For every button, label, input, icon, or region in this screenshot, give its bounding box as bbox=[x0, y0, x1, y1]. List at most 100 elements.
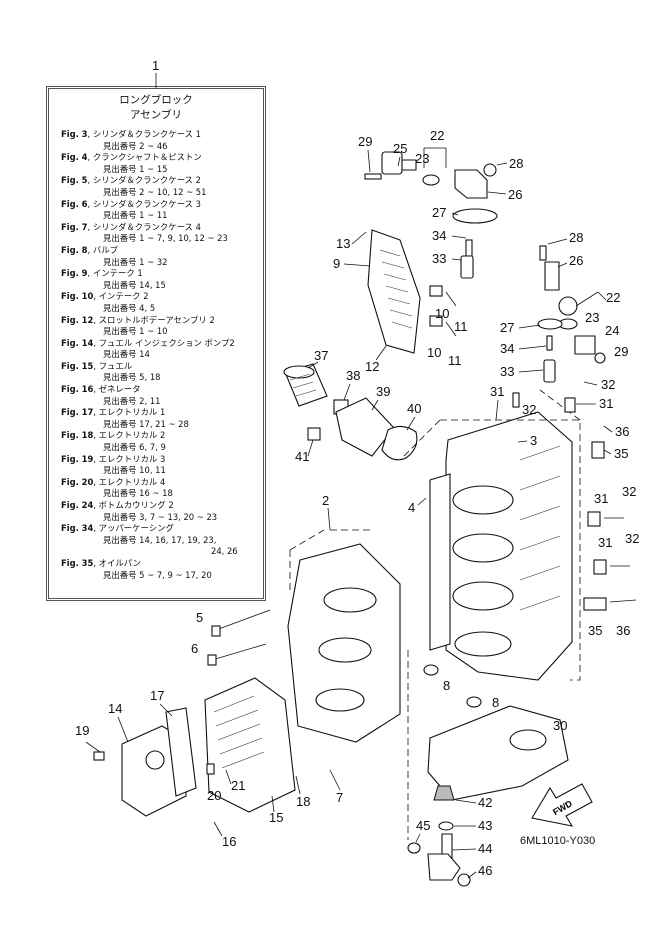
callout-32-d[interactable]: 32 bbox=[625, 531, 639, 546]
callout-16[interactable]: 16 bbox=[222, 834, 236, 849]
callout-45[interactable]: 45 bbox=[416, 818, 430, 833]
callout-17[interactable]: 17 bbox=[150, 688, 164, 703]
legend-fig-number[interactable]: Fig. 15 bbox=[61, 360, 94, 371]
callout-23-right[interactable]: 23 bbox=[585, 310, 599, 325]
legend-fig-number[interactable]: Fig. 7 bbox=[61, 221, 88, 232]
legend-title-line2: アセンブリ bbox=[130, 109, 182, 121]
legend-fig-number[interactable]: Fig. 19 bbox=[61, 453, 94, 464]
callout-44[interactable]: 44 bbox=[478, 841, 492, 856]
callout-28-top[interactable]: 28 bbox=[509, 156, 523, 171]
callout-19[interactable]: 19 bbox=[75, 723, 89, 738]
callout-32-a[interactable]: 32 bbox=[522, 402, 536, 417]
callout-39[interactable]: 39 bbox=[376, 384, 390, 399]
legend-fig-number[interactable]: Fig. 17 bbox=[61, 407, 94, 418]
legend-fig-number[interactable]: Fig. 10 bbox=[61, 291, 94, 302]
callout-28-right[interactable]: 28 bbox=[569, 230, 583, 245]
legend-fig-number[interactable]: Fig. 14 bbox=[61, 337, 94, 348]
callout-22-right[interactable]: 22 bbox=[606, 290, 620, 305]
legend-fig-name: インテーク 2 bbox=[98, 291, 149, 302]
callout-18[interactable]: 18 bbox=[296, 794, 310, 809]
exhaust-cover-part bbox=[204, 677, 296, 813]
legend-fig-refs: 見出番号 2 ~ 10, 12 ~ 51 bbox=[103, 186, 207, 197]
callout-30[interactable]: 30 bbox=[553, 718, 567, 733]
callout-10-b[interactable]: 10 bbox=[427, 345, 441, 360]
callout-27-right[interactable]: 27 bbox=[500, 320, 514, 335]
legend-fig-number[interactable]: Fig. 3 bbox=[61, 129, 88, 139]
legend-fig-name: スロットルボデーアセンブリ 2 bbox=[98, 314, 215, 325]
callout-22-top[interactable]: 22 bbox=[430, 128, 444, 143]
callout-10-a[interactable]: 10 bbox=[435, 306, 449, 321]
callout-35-a[interactable]: 35 bbox=[614, 446, 628, 461]
legend-fig-name: ゼネレータ bbox=[98, 384, 141, 395]
callout-31-a[interactable]: 31 bbox=[490, 384, 504, 399]
callout-46[interactable]: 46 bbox=[478, 863, 492, 878]
callout-15[interactable]: 15 bbox=[269, 810, 283, 825]
legend-fig-name: シリンダ＆クランクケース 4 bbox=[92, 221, 201, 232]
callout-8-a[interactable]: 8 bbox=[443, 678, 450, 693]
callout-38[interactable]: 38 bbox=[346, 368, 360, 383]
callout-14[interactable]: 14 bbox=[108, 701, 122, 716]
legend-fig-refs: 見出番号 1 ~ 7, 9, 10, 12 ~ 23 bbox=[103, 233, 228, 244]
callout-29-top[interactable]: 29 bbox=[358, 134, 372, 149]
callout-4[interactable]: 4 bbox=[408, 500, 415, 515]
legend-fig-name: シリンダ＆クランクケース 2 bbox=[92, 175, 201, 186]
legend-fig-number[interactable]: Fig. 18 bbox=[61, 430, 94, 441]
callout-32-c[interactable]: 32 bbox=[622, 484, 636, 499]
right-thermostat-group bbox=[537, 245, 606, 383]
callout-11-a[interactable]: 11 bbox=[454, 319, 468, 334]
legend-entry: Fig. 18, エレクトリカル 2 bbox=[61, 430, 166, 441]
callout-31-b[interactable]: 31 bbox=[599, 396, 613, 411]
callout-9[interactable]: 9 bbox=[333, 256, 340, 271]
callout-27-top[interactable]: 27 bbox=[432, 205, 446, 220]
legend-fig-number[interactable]: Fig. 24 bbox=[61, 500, 94, 510]
legend-fig-number[interactable]: Fig. 9 bbox=[61, 268, 88, 279]
callout-3[interactable]: 3 bbox=[530, 433, 537, 448]
callout-26-top[interactable]: 26 bbox=[508, 187, 522, 202]
callout-12[interactable]: 12 bbox=[365, 359, 379, 374]
callout-36-a[interactable]: 36 bbox=[615, 424, 629, 439]
legend-fig-number[interactable]: Fig. 34 bbox=[61, 523, 94, 534]
callout-11-b[interactable]: 11 bbox=[448, 353, 462, 368]
callout-33-top[interactable]: 33 bbox=[432, 251, 446, 266]
callout-13[interactable]: 13 bbox=[336, 236, 350, 251]
legend-fig-number[interactable]: Fig. 5 bbox=[61, 175, 88, 186]
legend-entry: Fig. 14, フュエル インジェクション ポンプ2 bbox=[61, 337, 235, 348]
cylinder-head-part bbox=[287, 543, 401, 743]
callout-5[interactable]: 5 bbox=[196, 610, 203, 625]
callout-7[interactable]: 7 bbox=[336, 790, 343, 805]
legend-fig-refs: 見出番号 2, 11 bbox=[103, 395, 161, 406]
legend-fig-number[interactable]: Fig. 35 bbox=[61, 557, 94, 568]
callout-2[interactable]: 2 bbox=[322, 493, 329, 508]
callout-25[interactable]: 25 bbox=[393, 141, 407, 156]
callout-1[interactable]: 1 bbox=[152, 58, 159, 73]
callout-8-b[interactable]: 8 bbox=[492, 695, 499, 710]
legend-fig-number[interactable]: Fig. 8 bbox=[61, 244, 88, 255]
forward-arrow-icon: FWD bbox=[531, 783, 593, 827]
legend-entry: Fig. 9, インテーク 1 bbox=[61, 268, 143, 279]
callout-31-d[interactable]: 31 bbox=[598, 535, 612, 550]
legend-fig-number[interactable]: Fig. 4 bbox=[61, 152, 88, 163]
callout-29-right[interactable]: 29 bbox=[614, 344, 628, 359]
callout-26-right[interactable]: 26 bbox=[569, 253, 583, 268]
callout-23-top[interactable]: 23 bbox=[415, 151, 429, 166]
callout-33-right[interactable]: 33 bbox=[500, 364, 514, 379]
callout-37[interactable]: 37 bbox=[314, 348, 328, 363]
legend-fig-number[interactable]: Fig. 20 bbox=[61, 476, 94, 487]
callout-35-b[interactable]: 35 bbox=[588, 623, 602, 638]
callout-41[interactable]: 41 bbox=[295, 449, 309, 464]
legend-fig-number[interactable]: Fig. 6 bbox=[61, 198, 88, 209]
callout-34-right[interactable]: 34 bbox=[500, 341, 514, 356]
callout-31-c[interactable]: 31 bbox=[594, 491, 608, 506]
callout-32-b[interactable]: 32 bbox=[601, 377, 615, 392]
callout-6[interactable]: 6 bbox=[191, 641, 198, 656]
callout-43[interactable]: 43 bbox=[478, 818, 492, 833]
callout-21[interactable]: 21 bbox=[231, 778, 245, 793]
callout-42[interactable]: 42 bbox=[478, 795, 492, 810]
callout-40[interactable]: 40 bbox=[407, 401, 421, 416]
callout-34-top[interactable]: 34 bbox=[432, 228, 446, 243]
legend-fig-number[interactable]: Fig. 12 bbox=[61, 314, 94, 325]
callout-20[interactable]: 20 bbox=[207, 788, 221, 803]
callout-36-b[interactable]: 36 bbox=[616, 623, 630, 638]
legend-fig-number[interactable]: Fig. 16 bbox=[61, 384, 94, 395]
callout-24[interactable]: 24 bbox=[605, 323, 619, 338]
